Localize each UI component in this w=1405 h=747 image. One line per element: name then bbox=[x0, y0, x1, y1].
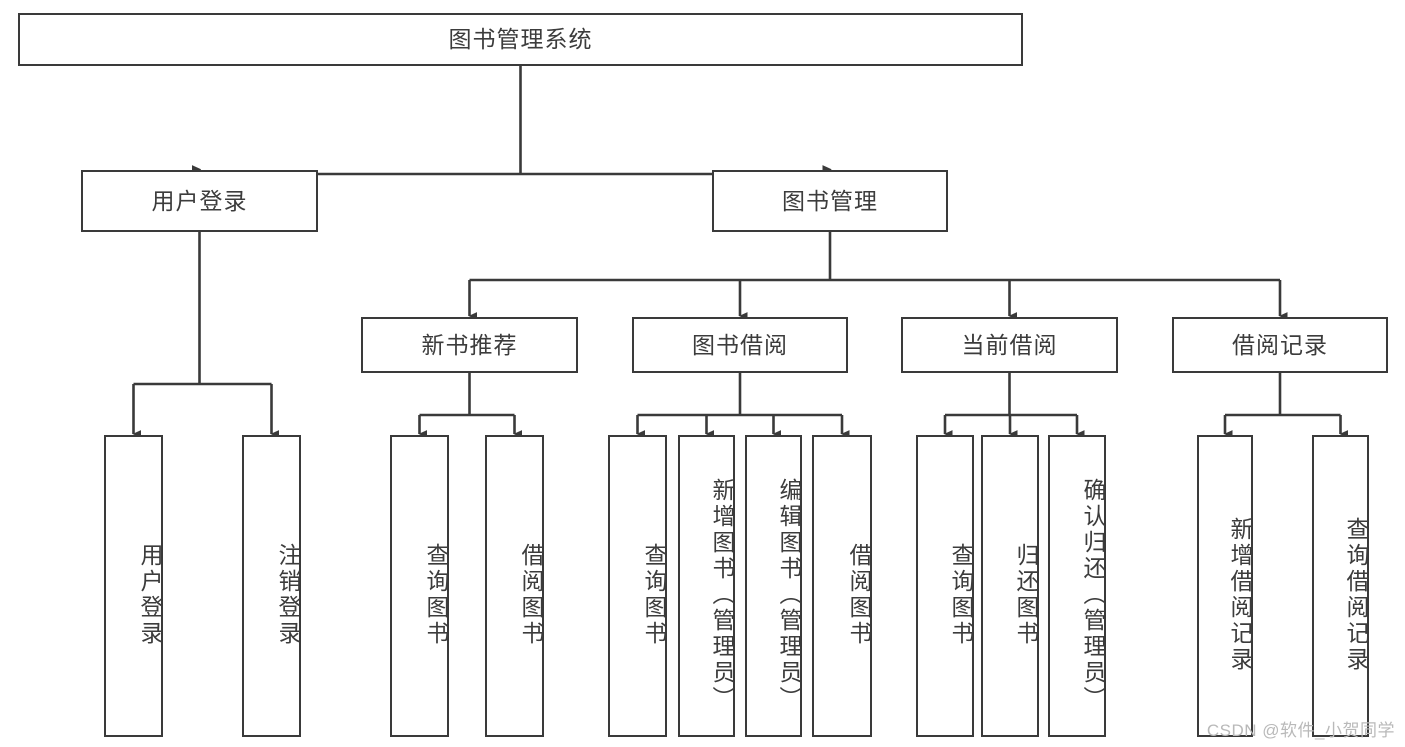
node-leaf-edit-book[interactable]: 编辑图书（管理员） bbox=[745, 435, 802, 737]
node-leaf-user-login[interactable]: 用户登录 bbox=[104, 435, 163, 737]
node-borrow-record-label: 借阅记录 bbox=[1232, 331, 1328, 358]
node-leaf-query-book-1[interactable]: 查询图书 bbox=[390, 435, 449, 737]
node-leaf-logout-label: 注销登录 bbox=[275, 543, 301, 647]
node-leaf-borrow-book-1[interactable]: 借阅图书 bbox=[485, 435, 544, 737]
node-book-manage[interactable]: 图书管理 bbox=[712, 170, 948, 232]
node-book-borrow[interactable]: 图书借阅 bbox=[632, 317, 848, 373]
node-new-book-recommend[interactable]: 新书推荐 bbox=[361, 317, 578, 373]
watermark-text: CSDN @软件_小贺同学 bbox=[1206, 721, 1395, 740]
node-leaf-add-record-label: 新增借阅记录 bbox=[1227, 517, 1253, 673]
node-leaf-query-book-3-label: 查询图书 bbox=[948, 543, 974, 647]
node-user-login-label: 用户登录 bbox=[151, 187, 248, 214]
node-leaf-return-book-label: 归还图书 bbox=[1013, 543, 1039, 647]
node-leaf-confirm-return-label: 确认归还（管理员） bbox=[1080, 478, 1106, 712]
node-leaf-query-record-label: 查询借阅记录 bbox=[1343, 517, 1369, 673]
node-leaf-add-record[interactable]: 新增借阅记录 bbox=[1197, 435, 1253, 737]
node-root-label: 图书管理系统 bbox=[448, 26, 593, 52]
node-new-book-recommend-label: 新书推荐 bbox=[421, 331, 518, 358]
node-current-borrow-label: 当前借阅 bbox=[961, 331, 1058, 358]
node-book-borrow-label: 图书借阅 bbox=[692, 331, 788, 358]
node-leaf-add-book-label: 新增图书（管理员） bbox=[709, 478, 735, 712]
node-book-manage-label: 图书管理 bbox=[782, 187, 878, 214]
node-leaf-confirm-return[interactable]: 确认归还（管理员） bbox=[1048, 435, 1106, 737]
node-leaf-query-book-1-label: 查询图书 bbox=[423, 543, 449, 647]
node-root[interactable]: 图书管理系统 bbox=[18, 13, 1023, 66]
node-leaf-query-record[interactable]: 查询借阅记录 bbox=[1312, 435, 1369, 737]
node-leaf-query-book-3[interactable]: 查询图书 bbox=[916, 435, 974, 737]
node-leaf-edit-book-label: 编辑图书（管理员） bbox=[776, 478, 802, 712]
node-leaf-query-book-2[interactable]: 查询图书 bbox=[608, 435, 667, 737]
node-leaf-add-book[interactable]: 新增图书（管理员） bbox=[678, 435, 735, 737]
node-current-borrow[interactable]: 当前借阅 bbox=[901, 317, 1118, 373]
node-leaf-query-book-2-label: 查询图书 bbox=[641, 543, 667, 647]
node-borrow-record[interactable]: 借阅记录 bbox=[1172, 317, 1388, 373]
node-leaf-logout[interactable]: 注销登录 bbox=[242, 435, 301, 737]
node-leaf-borrow-book-2-label: 借阅图书 bbox=[846, 543, 872, 647]
node-leaf-return-book[interactable]: 归还图书 bbox=[981, 435, 1039, 737]
node-leaf-user-login-label: 用户登录 bbox=[137, 543, 163, 647]
node-leaf-borrow-book-2[interactable]: 借阅图书 bbox=[812, 435, 872, 737]
node-leaf-borrow-book-1-label: 借阅图书 bbox=[518, 543, 544, 647]
node-user-login[interactable]: 用户登录 bbox=[81, 170, 318, 232]
